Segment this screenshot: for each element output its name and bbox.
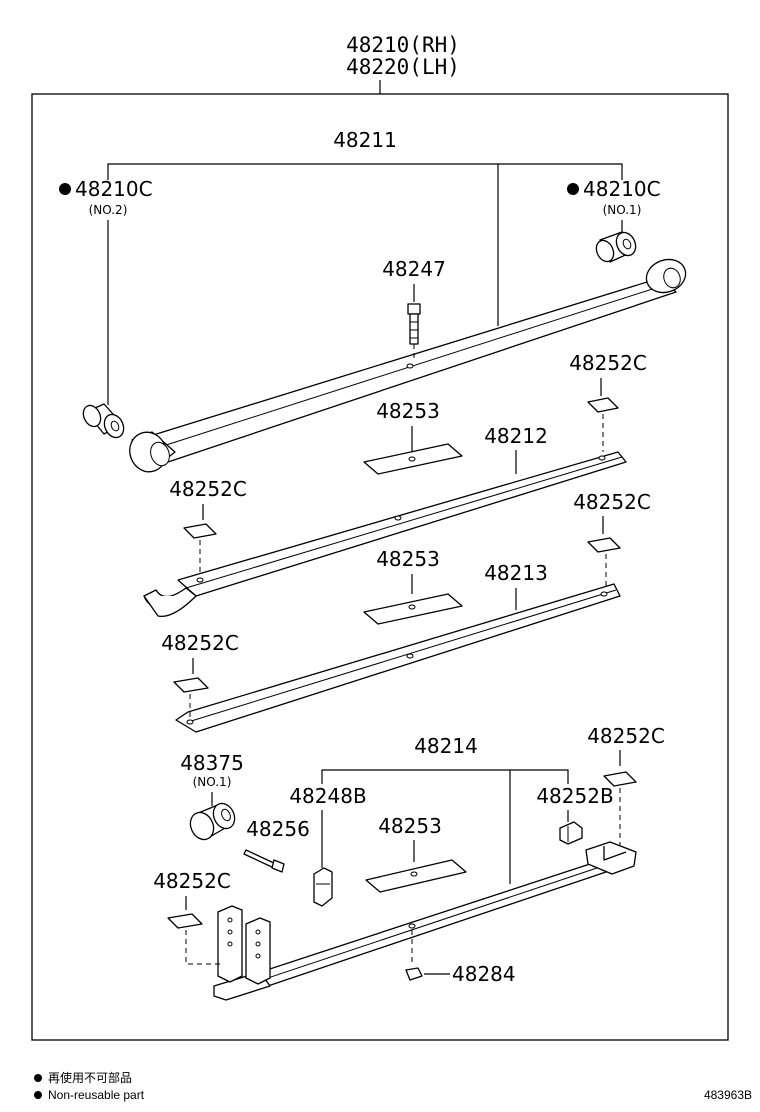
label-48210c-no2[interactable]: 48210C (75, 177, 153, 201)
pad-48252c-c[interactable] (587, 537, 621, 553)
bracket-48211 (107, 163, 623, 180)
spacer-48253-a[interactable] (363, 443, 463, 475)
center-bolt-48247[interactable] (407, 303, 421, 345)
assembly-frame (31, 93, 729, 1041)
clip-48248b[interactable] (313, 867, 333, 907)
pad-48252c-d[interactable] (173, 677, 209, 693)
bushing-48375[interactable] (186, 800, 238, 843)
spacer-48253-b[interactable] (363, 593, 463, 625)
label-48252b[interactable]: 48252B (536, 784, 613, 808)
leaf-spring-48211[interactable] (124, 254, 690, 477)
non-reusable-marker (59, 183, 71, 195)
assembly-label-lh[interactable]: 48220(LH) (346, 55, 460, 79)
label-48253-a[interactable]: 48253 (376, 399, 440, 423)
label-48252c-c[interactable]: 48252C (573, 490, 651, 514)
label-48252c-f[interactable]: 48252C (153, 869, 231, 893)
label-48248b[interactable]: 48248B (289, 784, 366, 808)
leaf-spring-48214[interactable] (213, 841, 637, 1001)
note-48210c-no2: (NO.2) (89, 203, 128, 217)
non-reusable-marker (567, 183, 579, 195)
note-48210c-no1: (NO.1) (603, 203, 642, 217)
nut-48284[interactable] (405, 967, 423, 981)
bushing-48210c-no1[interactable] (593, 229, 639, 264)
label-48256[interactable]: 48256 (246, 817, 310, 841)
pad-48252c-e[interactable] (603, 771, 637, 787)
label-48375[interactable]: 48375 (180, 751, 244, 775)
clip-48252b[interactable] (559, 821, 583, 845)
label-48210c-no1[interactable]: 48210C (583, 177, 661, 201)
legend-marker (34, 1074, 42, 1082)
label-48212[interactable]: 48212 (484, 424, 548, 448)
pad-48252c-f[interactable] (167, 913, 203, 929)
spacer-48253-c[interactable] (365, 859, 467, 893)
figure-id: 483963B (704, 1088, 752, 1102)
pad-48252c-a[interactable] (587, 397, 619, 413)
label-48252c-d[interactable]: 48252C (161, 631, 239, 655)
label-48211[interactable]: 48211 (333, 128, 397, 152)
label-48253-c[interactable]: 48253 (378, 814, 442, 838)
pad-dash-f (185, 930, 222, 965)
bolt-48256[interactable] (243, 849, 285, 873)
label-48252c-a[interactable]: 48252C (569, 351, 647, 375)
assembly-label-rh[interactable]: 48210(RH) (346, 33, 460, 57)
bracket-48214 (321, 769, 569, 784)
legend-jp: 再使用不可部品 (48, 1070, 132, 1085)
leaf-spring-48212[interactable] (143, 451, 627, 618)
label-48252c-b[interactable]: 48252C (169, 477, 247, 501)
bushing-48210c-no2[interactable] (80, 403, 127, 441)
note-48375: (NO.1) (193, 775, 232, 789)
label-48253-b[interactable]: 48253 (376, 547, 440, 571)
legend-marker (34, 1091, 42, 1099)
label-48247[interactable]: 48247 (382, 257, 446, 281)
label-48284[interactable]: 48284 (452, 962, 516, 986)
label-48213[interactable]: 48213 (484, 561, 548, 585)
label-48252c-e[interactable]: 48252C (587, 724, 665, 748)
label-48214[interactable]: 48214 (414, 734, 478, 758)
leaf-spring-48213[interactable] (175, 583, 621, 733)
legend-en: Non-reusable part (48, 1088, 145, 1102)
pad-48252c-b[interactable] (183, 523, 217, 539)
